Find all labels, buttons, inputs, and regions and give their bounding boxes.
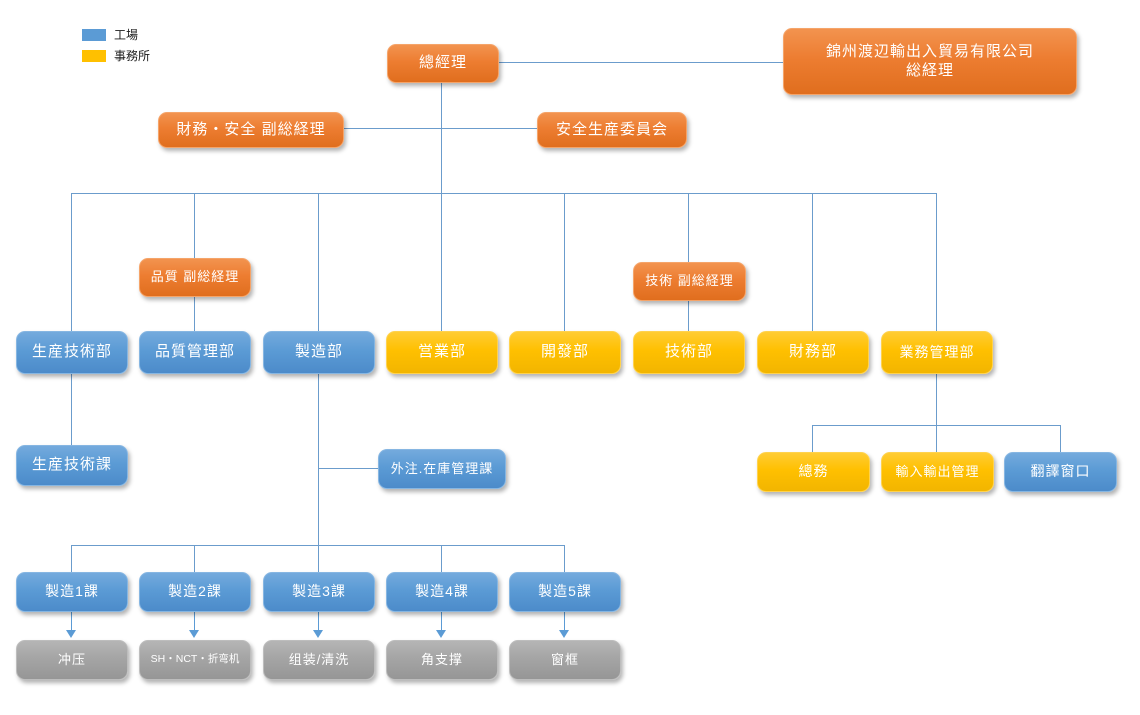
legend: 工場 事務所 (82, 26, 150, 68)
parent-company-title: 総経理 (905, 61, 954, 79)
node-process-window-frame: 窗框 (509, 640, 621, 680)
node-mfg-section-3: 製造3課 (263, 572, 375, 612)
connector-prodtech-down (71, 372, 72, 445)
arrow-stem-2 (194, 612, 195, 632)
arrow-stem-1 (71, 612, 72, 632)
node-sec-production-tech: 生産技術課 (16, 445, 128, 486)
connector-drop-3 (318, 193, 319, 331)
down-arrow-icon (189, 630, 199, 638)
node-dept-manufacturing: 製造部 (263, 331, 375, 374)
node-dept-sales: 営業部 (386, 331, 498, 374)
connector-drop-1 (71, 193, 72, 331)
node-mfg-section-2: 製造2課 (139, 572, 251, 612)
parent-company-name: 錦州渡辺輸出入貿易有限公司 (825, 42, 1034, 60)
connector-mfg-drop-4 (441, 545, 442, 572)
connector-gm-down (441, 81, 442, 193)
node-general-manager: 總經理 (387, 44, 499, 83)
connector-drop-4 (441, 193, 442, 331)
legend-item-office: 事務所 (82, 47, 150, 64)
node-process-stamping: 冲压 (16, 640, 128, 680)
factory-color-swatch (82, 28, 106, 41)
node-mfg-section-5: 製造5課 (509, 572, 621, 612)
connector-outsourcing (318, 468, 378, 469)
node-sec-import-export: 輸入輸出管理 (881, 452, 994, 492)
node-dept-technology: 技術部 (633, 331, 745, 374)
node-mfg-section-4: 製造4課 (386, 572, 498, 612)
connector-busadmin-down (936, 372, 937, 425)
node-quality-vgm: 品質 副総経理 (139, 258, 251, 297)
node-finance-safety-vgm: 財務・安全 副総経理 (158, 112, 344, 148)
connector-drop-8 (936, 193, 937, 331)
node-dept-production-tech: 生産技術部 (16, 331, 128, 374)
connector-mfg-drop-1 (71, 545, 72, 572)
node-safety-committee: 安全生産委員会 (537, 112, 687, 148)
connector-right-drop-1 (812, 425, 813, 452)
legend-label-factory: 工場 (114, 28, 139, 42)
connector-main-horizontal (71, 193, 936, 194)
connector-right-drop-3 (1060, 425, 1061, 452)
node-tech-vgm: 技術 副総経理 (633, 262, 746, 301)
node-process-corner-support: 角支撑 (386, 640, 498, 680)
connector-mfg-drop-5 (564, 545, 565, 572)
node-mfg-section-1: 製造1課 (16, 572, 128, 612)
node-sec-translation: 翻譯窗口 (1004, 452, 1117, 492)
down-arrow-icon (66, 630, 76, 638)
node-process-assembly-cleaning: 组装/清洗 (263, 640, 375, 680)
arrow-stem-3 (318, 612, 319, 632)
connector-drop-5 (564, 193, 565, 331)
node-parent-company: 錦州渡辺輸出入貿易有限公司 総経理 (783, 28, 1077, 95)
connector-mfg-drop-2 (194, 545, 195, 572)
node-dept-development: 開發部 (509, 331, 621, 374)
connector-right-drop-2 (936, 425, 937, 452)
node-dept-finance: 財務部 (757, 331, 869, 374)
connector-mfg-horizontal (71, 545, 564, 546)
connector-drop-7 (812, 193, 813, 331)
connector-mfg-drop-3 (318, 545, 319, 572)
down-arrow-icon (559, 630, 569, 638)
node-sec-outsourcing-inventory: 外注.在庫管理課 (378, 449, 506, 489)
down-arrow-icon (313, 630, 323, 638)
node-process-sh-nct-bending: SH・NCT・折弯机 (139, 640, 251, 680)
office-color-swatch (82, 49, 106, 62)
legend-item-factory: 工場 (82, 26, 150, 43)
node-dept-quality: 品質管理部 (139, 331, 251, 374)
legend-label-office: 事務所 (114, 49, 151, 63)
connector-vgm-row (342, 128, 537, 129)
node-sec-general-affairs: 總務 (757, 452, 870, 492)
connector-gm-to-parent (497, 62, 784, 63)
arrow-stem-4 (441, 612, 442, 632)
node-dept-business-admin: 業務管理部 (881, 331, 993, 374)
down-arrow-icon (436, 630, 446, 638)
arrow-stem-5 (564, 612, 565, 632)
connector-mfg-down (318, 372, 319, 545)
